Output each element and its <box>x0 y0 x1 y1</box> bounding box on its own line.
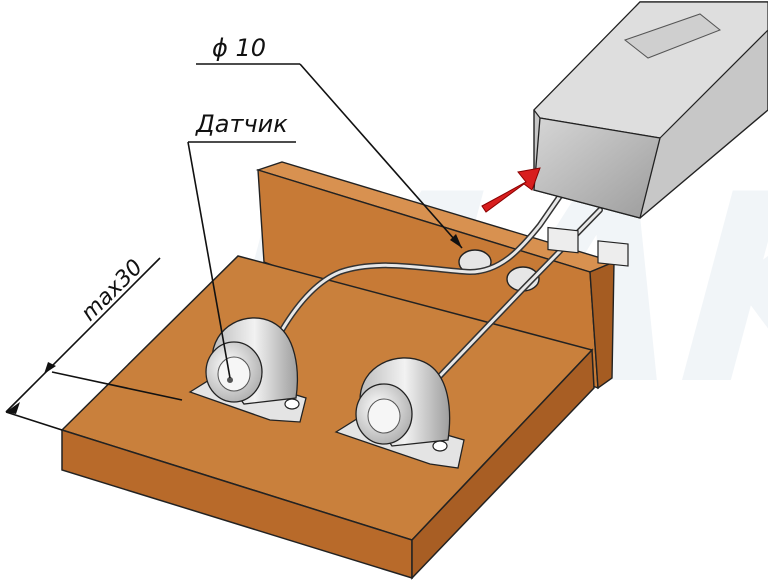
sensor-right <box>334 357 465 469</box>
callout-sensor: Датчик <box>187 110 296 379</box>
wood-panel <box>60 255 595 580</box>
max30-label: max30 <box>77 255 148 326</box>
callout-hole: ϕ 10 <box>196 34 463 249</box>
direction-arrow <box>481 167 541 213</box>
power-driver <box>533 1 768 267</box>
hole-diameter-label: ϕ 10 <box>212 34 266 62</box>
sensor-left <box>188 317 307 423</box>
sensor-label: Датчик <box>195 110 288 138</box>
